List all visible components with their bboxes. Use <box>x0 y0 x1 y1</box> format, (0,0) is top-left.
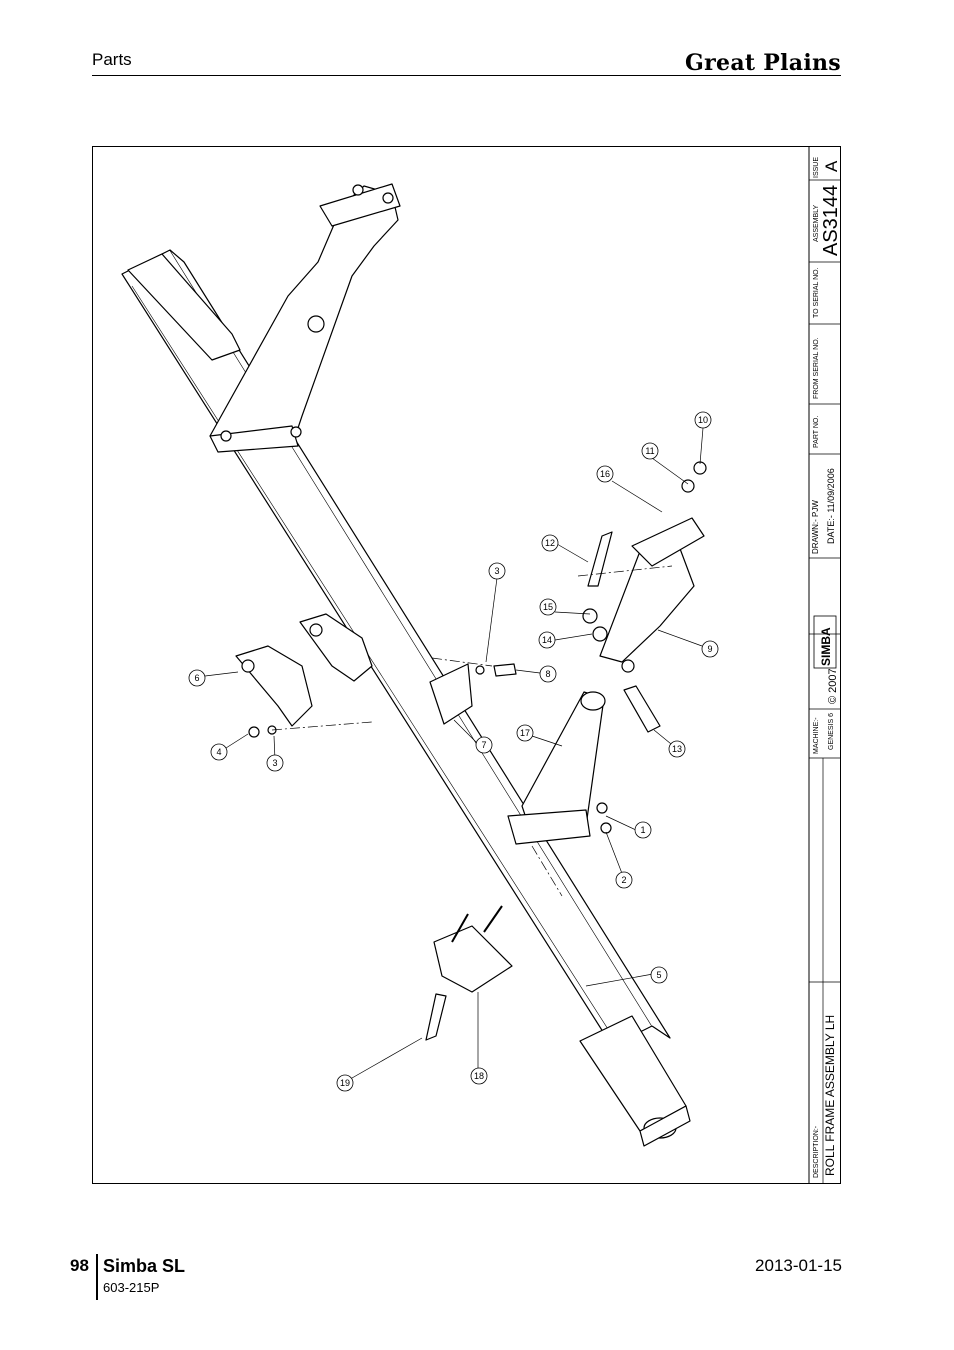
document-number: 603-215P <box>103 1280 160 1295</box>
svg-text:SIMBA: SIMBA <box>819 627 833 666</box>
callout-12: 12 <box>541 534 559 552</box>
description-label: DESCRIPTION:- <box>813 1125 820 1178</box>
svg-text:3: 3 <box>272 758 277 768</box>
svg-text:4: 4 <box>216 747 221 757</box>
issue-label: ISSUE <box>813 157 820 178</box>
drawn-by: DRAWN:- PJW <box>811 500 820 554</box>
callout-2: 2 <box>615 871 633 889</box>
svg-text:1: 1 <box>640 825 645 835</box>
title-block: ISSUE A ASSEMBLY AS3144 TO SERIAL NO. FR… <box>808 146 841 1184</box>
callout-3-upper: 3 <box>488 562 506 580</box>
callout-17: 17 <box>516 724 534 742</box>
svg-text:6: 6 <box>194 673 199 683</box>
callout-7: 7 <box>475 736 493 754</box>
from-serial-label: FROM SERIAL NO. <box>813 337 820 399</box>
issue-value: A <box>822 160 841 172</box>
header-divider <box>92 75 841 76</box>
machine-label: MACHINE:- <box>813 717 820 754</box>
svg-text:7: 7 <box>481 740 486 750</box>
svg-text:17: 17 <box>520 728 530 738</box>
roll-frame-art <box>121 183 707 1147</box>
description-value: ROLL FRAME ASSEMBLY LH <box>823 1015 837 1176</box>
callout-16: 16 <box>596 465 614 483</box>
svg-text:19: 19 <box>340 1078 350 1088</box>
callouts: 10 11 16 12 3 15 14 9 8 6 7 4 3 17 13 1 … <box>188 411 719 1092</box>
part-no-label: PART NO. <box>813 416 820 448</box>
simba-logo: SIMBA <box>813 615 837 669</box>
svg-text:2: 2 <box>621 875 626 885</box>
callout-6: 6 <box>188 669 206 687</box>
svg-text:3: 3 <box>494 566 499 576</box>
callout-15: 15 <box>539 598 557 616</box>
callout-14: 14 <box>538 631 556 649</box>
machine-value: GENESIS 6 <box>828 713 835 750</box>
footer-divider <box>96 1254 98 1300</box>
callout-3-lower: 3 <box>266 754 284 772</box>
assembly-label: ASSEMBLY <box>813 204 820 242</box>
svg-text:12: 12 <box>545 538 555 548</box>
svg-text:16: 16 <box>600 469 610 479</box>
callout-4: 4 <box>210 743 228 761</box>
svg-text:10: 10 <box>698 415 708 425</box>
callout-11: 11 <box>641 442 659 460</box>
manual-title: Simba SL <box>103 1256 186 1276</box>
callout-9: 9 <box>701 640 719 658</box>
svg-text:15: 15 <box>543 602 553 612</box>
callout-10: 10 <box>694 411 712 429</box>
svg-text:9: 9 <box>707 644 712 654</box>
callout-8: 8 <box>539 665 557 683</box>
callout-1: 1 <box>634 821 652 839</box>
brand-logo: Great Plains <box>685 50 841 76</box>
callout-13: 13 <box>668 740 686 758</box>
drawing-date: DATE:- 11/09/2006 <box>826 468 836 544</box>
leader-lines <box>204 427 704 1083</box>
parts-drawing: ISSUE A ASSEMBLY AS3144 TO SERIAL NO. FR… <box>92 146 841 1184</box>
svg-text:8: 8 <box>545 669 550 679</box>
to-serial-label: TO SERIAL NO. <box>813 267 820 318</box>
callout-5: 5 <box>650 966 668 984</box>
callout-19: 19 <box>336 1074 354 1092</box>
svg-text:11: 11 <box>645 446 654 456</box>
svg-text:18: 18 <box>474 1071 484 1081</box>
callout-18: 18 <box>470 1067 488 1085</box>
svg-text:14: 14 <box>542 635 552 645</box>
svg-text:5: 5 <box>656 970 661 980</box>
section-title: Parts <box>92 50 132 69</box>
copyright: © 2007 <box>827 668 839 704</box>
page-number: 98 <box>70 1256 89 1275</box>
publication-date: 2013-01-15 <box>755 1256 842 1275</box>
assembly-value: AS3144 <box>820 185 841 256</box>
alignment-lines <box>271 565 673 897</box>
svg-text:13: 13 <box>672 744 682 754</box>
